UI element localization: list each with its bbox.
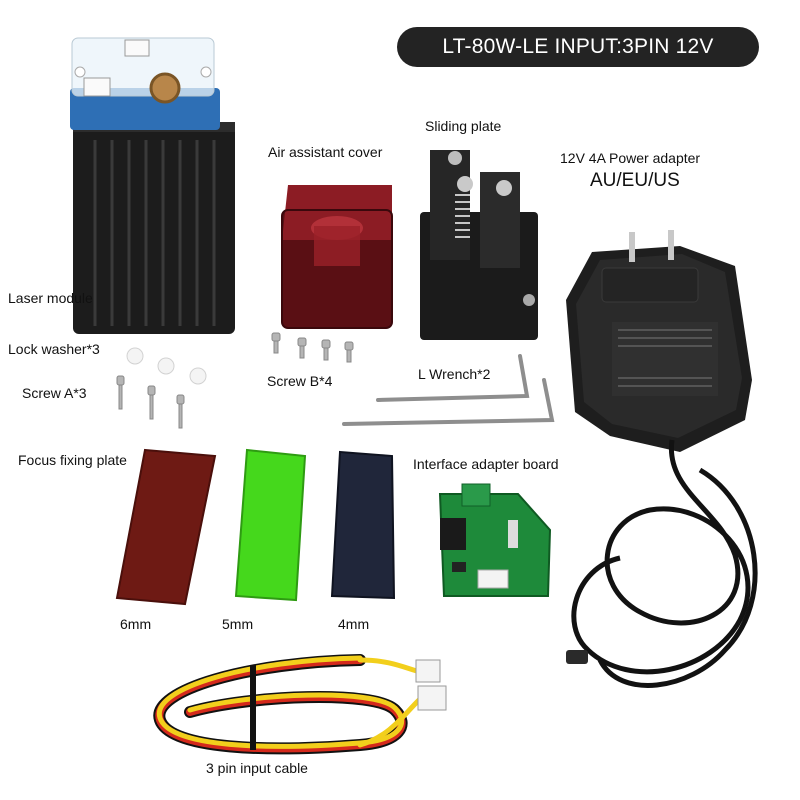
l-wrench-image [342,354,555,426]
label-power-adapter: 12V 4A Power adapter [560,150,701,166]
focus-plate-4mm-image [330,450,396,600]
label-laser-module: Laser module [8,290,93,306]
lock-washer-image [126,347,207,385]
label-screw-a: Screw A*3 [22,385,87,401]
label-plate-4mm: 4mm [338,616,370,632]
power-adapter-image [566,230,758,688]
input-cable-image [153,654,447,755]
focus-plate-5mm-image [234,448,307,602]
focus-plate-6mm-image [115,448,217,606]
label-air-assist-cover: Air assistant cover [268,144,383,160]
label-screw-b: Screw B*4 [267,373,333,389]
label-interface-board: Interface adapter board [413,456,559,472]
label-plate-5mm: 5mm [222,616,254,632]
label-focus-plate: Focus fixing plate [18,452,127,468]
label-sliding-plate: Sliding plate [425,118,502,134]
label-plate-6mm: 6mm [120,616,152,632]
screw-b-image [271,332,354,363]
interface-board-image [438,483,552,597]
laser-module-image [70,37,235,334]
label-lock-washer: Lock washer*3 [8,341,100,357]
air-assist-cover-image [281,185,393,329]
label-l-wrench: L Wrench*2 [418,366,491,382]
sliding-plate-image [420,150,538,340]
product-title: LT-80W-LE INPUT:3PIN 12V [397,27,759,67]
screw-a-image [116,375,185,429]
label-input-cable: 3 pin input cable [206,760,308,776]
label-plug-regions: AU/EU/US [590,170,680,191]
